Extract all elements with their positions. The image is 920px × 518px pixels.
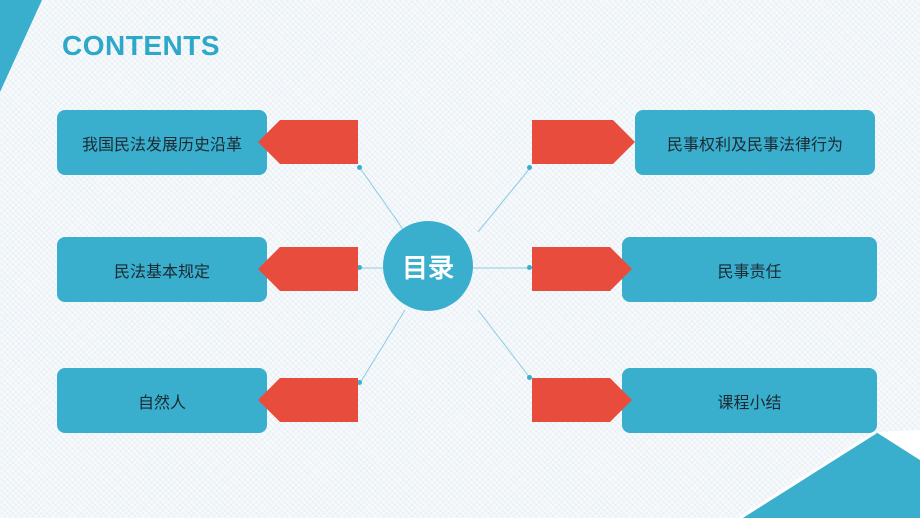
page-title: CONTENTS bbox=[62, 30, 220, 61]
connector-dot bbox=[357, 165, 362, 170]
toc-item-right-1[interactable]: 民事权利及民事法律行为 bbox=[635, 110, 875, 175]
toc-item-right-3[interactable]: 课程小结 bbox=[622, 368, 877, 433]
arrow-left-2 bbox=[258, 247, 358, 291]
connector-dot bbox=[527, 375, 532, 380]
arrow-right-3 bbox=[532, 378, 632, 422]
center-circle-label: 目录 bbox=[383, 221, 473, 311]
corner-decoration-bottom-right bbox=[740, 430, 920, 518]
connector-dot bbox=[527, 165, 532, 170]
connector-dot bbox=[527, 265, 532, 270]
arrow-left-3 bbox=[258, 378, 358, 422]
arrow-right-1 bbox=[532, 120, 635, 164]
connector-dot bbox=[357, 380, 362, 385]
connector-dot bbox=[357, 265, 362, 270]
toc-item-left-3[interactable]: 自然人 bbox=[57, 368, 267, 433]
arrow-left-1 bbox=[258, 120, 358, 164]
toc-item-left-2[interactable]: 民法基本规定 bbox=[57, 237, 267, 302]
toc-item-left-1[interactable]: 我国民法发展历史沿革 bbox=[57, 110, 267, 175]
corner-decoration-top-left bbox=[0, 0, 42, 92]
toc-item-right-2[interactable]: 民事责任 bbox=[622, 237, 877, 302]
arrow-right-2 bbox=[532, 247, 632, 291]
